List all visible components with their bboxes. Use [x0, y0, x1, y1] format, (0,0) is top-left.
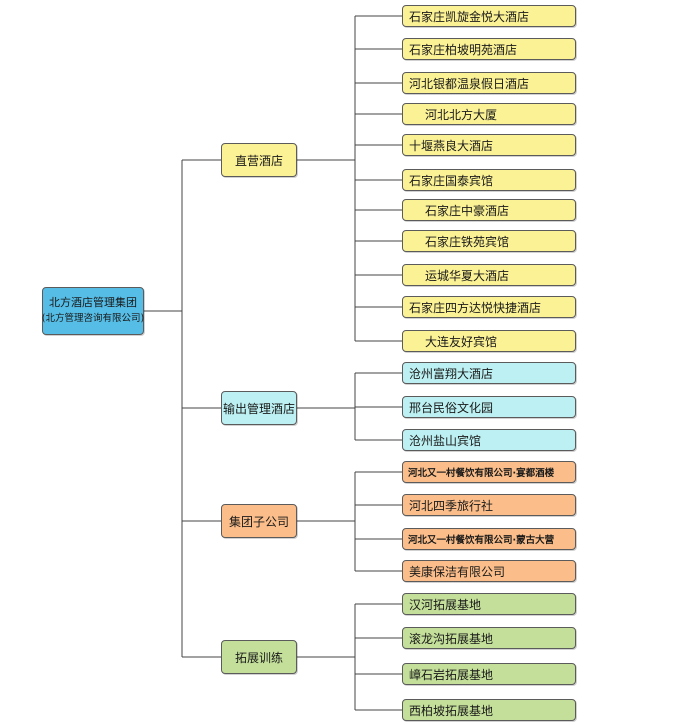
leaf-managed-hotel: 沧州富翔大酒店 — [402, 362, 576, 384]
leaf-hotel: 石家庄铁苑宾馆 — [402, 230, 576, 252]
root-subtitle: (北方管理咨询有限公司) — [41, 313, 145, 324]
category-outward-training: 拓展训练 — [221, 640, 297, 674]
leaf-hotel: 石家庄凯旋金悦大酒店 — [402, 5, 576, 27]
leaf-subsidiary: 美康保洁有限公司 — [402, 560, 576, 582]
leaf-managed-hotel: 沧州盐山宾馆 — [402, 429, 576, 451]
root-node: 北方酒店管理集团 (北方管理咨询有限公司) — [42, 287, 144, 335]
leaf-training-base: 西柏坡拓展基地 — [402, 699, 576, 721]
leaf-hotel: 河北北方大厦 — [402, 103, 576, 125]
leaf-hotel: 大连友好宾馆 — [402, 330, 576, 352]
root-title: 北方酒店管理集团 — [49, 296, 137, 309]
leaf-subsidiary: 河北又一村餐饮有限公司·宴都酒楼 — [402, 461, 576, 483]
leaf-hotel: 河北银都温泉假日酒店 — [402, 72, 576, 94]
leaf-subsidiary: 河北四季旅行社 — [402, 494, 576, 516]
category-managed-hotels: 输出管理酒店 — [221, 391, 297, 425]
leaf-hotel: 运城华夏大酒店 — [402, 264, 576, 286]
leaf-training-base: 汉河拓展基地 — [402, 593, 576, 615]
leaf-hotel: 石家庄国泰宾馆 — [402, 169, 576, 191]
leaf-hotel: 石家庄柏坡明苑酒店 — [402, 38, 576, 60]
leaf-training-base: 嶂石岩拓展基地 — [402, 663, 576, 685]
leaf-hotel: 石家庄四方达悦快捷酒店 — [402, 296, 576, 318]
leaf-subsidiary: 河北又一村餐饮有限公司·蒙古大营 — [402, 528, 576, 550]
leaf-hotel: 石家庄中豪酒店 — [402, 199, 576, 221]
leaf-managed-hotel: 邢台民俗文化园 — [402, 396, 576, 418]
leaf-training-base: 滚龙沟拓展基地 — [402, 627, 576, 649]
category-subsidiaries: 集团子公司 — [221, 504, 297, 538]
category-direct-hotels: 直营酒店 — [221, 143, 297, 177]
leaf-hotel: 十堰燕良大酒店 — [402, 134, 576, 156]
